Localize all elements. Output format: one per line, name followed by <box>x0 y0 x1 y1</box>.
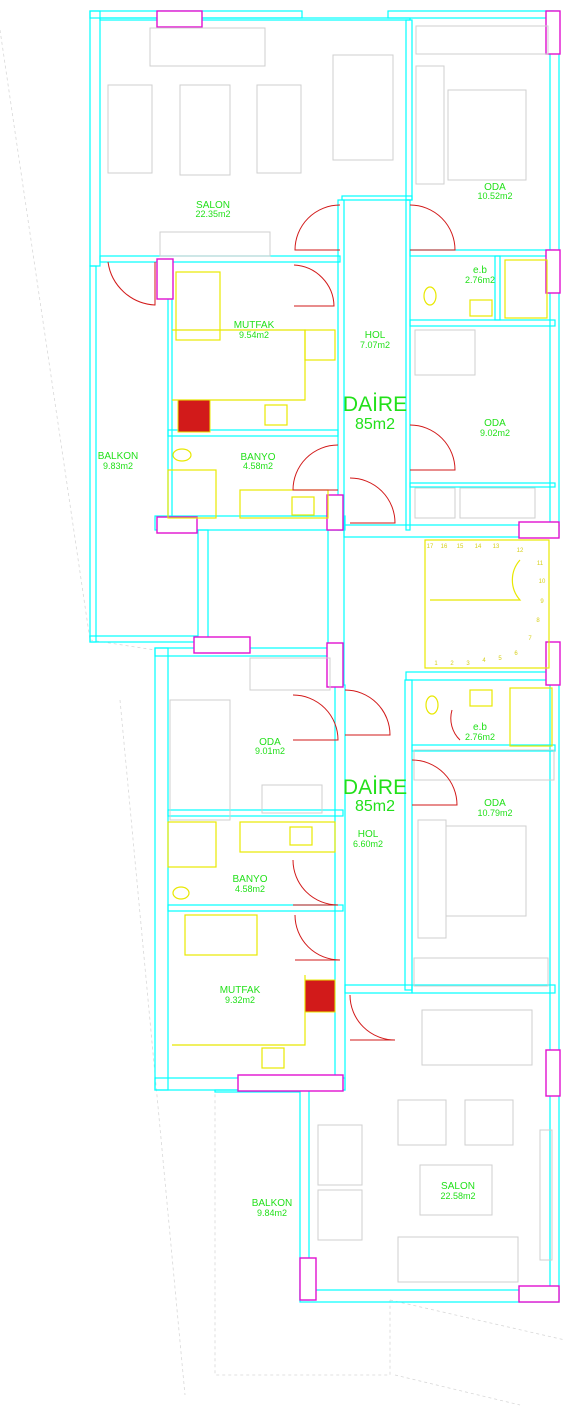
stair-step-2: 2 <box>450 661 454 667</box>
unit-2-area: 85m2 <box>355 798 395 815</box>
unit-1-area: 85m2 <box>355 416 395 433</box>
stair-step-7: 7 <box>528 636 532 642</box>
room-area-hol-bot: 6.60m2 <box>353 839 383 849</box>
walls <box>89 10 560 1303</box>
room-area-mutfak-bot: 9.32m2 <box>225 995 255 1005</box>
stair-step-12: 12 <box>517 548 524 554</box>
staircase: 1 2 3 4 5 6 7 8 9 10 11 12 13 14 15 16 1… <box>424 539 550 669</box>
stair-step-labels: 1 2 3 4 5 6 7 8 9 10 11 12 13 14 15 16 1… <box>427 544 546 667</box>
stair-step-10: 10 <box>539 579 546 585</box>
room-area-hol-top: 7.07m2 <box>360 340 390 350</box>
stove-icon <box>177 399 211 433</box>
unit-2-title: DAİRE <box>343 776 407 799</box>
stair-step-13: 13 <box>493 544 500 550</box>
fixtures <box>167 259 553 1069</box>
stove-icon <box>304 979 336 1013</box>
room-name-oda-bot-b: ODA <box>484 798 506 809</box>
room-area-wc-bot: 2.76m2 <box>465 732 495 742</box>
room-name-oda-bot-a: ODA <box>259 737 281 748</box>
room-name-wc-bot: e.b <box>473 722 487 733</box>
room-name-mutfak-bot: MUTFAK <box>220 985 261 996</box>
stair-step-1: 1 <box>434 661 438 667</box>
stair-step-16: 16 <box>441 544 448 550</box>
room-name-oda-top-b: ODA <box>484 418 506 429</box>
room-name-balkon-bot: BALKON <box>252 1198 293 1209</box>
stair-step-3: 3 <box>466 661 470 667</box>
room-name-oda-top-a: ODA <box>484 182 506 193</box>
room-area-wc-top: 2.76m2 <box>465 275 495 285</box>
stair-step-5: 5 <box>498 656 502 662</box>
room-area-oda-bot-a: 9.01m2 <box>255 746 285 756</box>
room-name-banyo-bot: BANYO <box>232 874 267 885</box>
room-name-balkon-top: BALKON <box>98 451 139 462</box>
stair-step-11: 11 <box>537 561 544 567</box>
room-area-salon-top: 22.35m2 <box>195 209 230 219</box>
room-name-mutfak-top: MUTFAK <box>234 320 275 331</box>
doors <box>107 204 461 1041</box>
room-area-mutfak-top: 9.54m2 <box>239 330 269 340</box>
unit-labels: DAİRE 85m2 DAİRE 85m2 <box>343 393 407 815</box>
room-labels: SALON 22.35m2 ODA 10.52m2 e.b 2.76m2 MUT… <box>98 182 513 1218</box>
room-name-hol-bot: HOL <box>358 829 379 840</box>
room-name-hol-top: HOL <box>365 330 386 341</box>
stair-step-8: 8 <box>536 618 540 624</box>
stair-step-15: 15 <box>457 544 464 550</box>
room-area-oda-top-b: 9.02m2 <box>480 428 510 438</box>
stair-step-14: 14 <box>475 544 482 550</box>
stair-step-6: 6 <box>514 651 518 657</box>
stair-step-17: 17 <box>427 544 434 550</box>
room-name-banyo-top: BANYO <box>240 452 275 463</box>
room-area-oda-bot-b: 10.79m2 <box>477 808 512 818</box>
room-name-wc-top: e.b <box>473 265 487 276</box>
stair-step-4: 4 <box>482 658 486 664</box>
room-area-balkon-top: 9.83m2 <box>103 461 133 471</box>
unit-1-title: DAİRE <box>343 393 407 416</box>
furniture <box>107 25 555 1283</box>
room-area-banyo-bot: 4.58m2 <box>235 884 265 894</box>
room-name-salon-bot: SALON <box>441 1181 475 1192</box>
room-area-balkon-bot: 9.84m2 <box>257 1208 287 1218</box>
stair-step-9: 9 <box>540 599 544 605</box>
room-area-oda-top-a: 10.52m2 <box>477 191 512 201</box>
room-name-salon-top: SALON <box>196 200 230 211</box>
room-area-banyo-top: 4.58m2 <box>243 461 273 471</box>
room-area-salon-bot: 22.58m2 <box>440 1191 475 1201</box>
